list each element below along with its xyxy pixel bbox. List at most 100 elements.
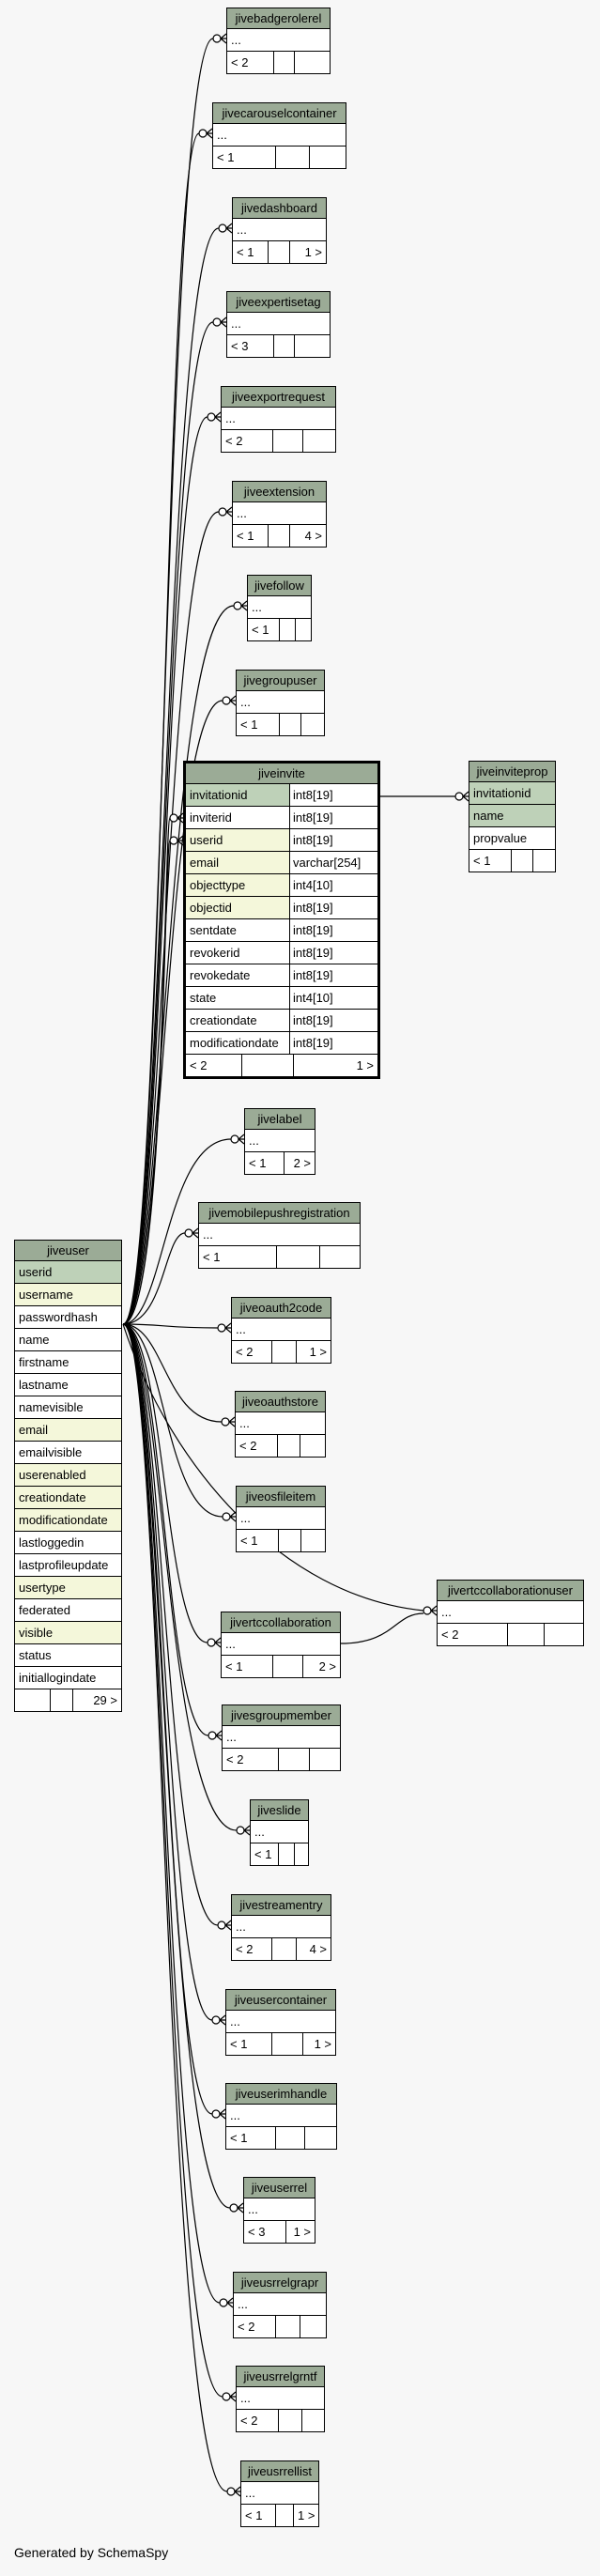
footer-cell: < 3 bbox=[227, 335, 274, 357]
column-row: ... bbox=[222, 408, 335, 430]
table-jivecarouselcontainer[interactable]: jivecarouselcontainer...< 1 bbox=[212, 102, 346, 169]
edge-jiveuser-jiveexpertisetag bbox=[122, 321, 214, 1325]
table-jivertccollaborationuser[interactable]: jivertccollaborationuser...< 2 bbox=[437, 1580, 584, 1646]
edge-jiveuser-jiveuserimhandle bbox=[122, 1323, 213, 2115]
table-jiveslide[interactable]: jiveslide...< 1 bbox=[250, 1799, 309, 1866]
column-type: int4[10] bbox=[289, 874, 377, 896]
table-jiveusrrelgrapr[interactable]: jiveusrrelgrapr...< 2 bbox=[233, 2272, 327, 2338]
table-title: jiveusrrelgrntf bbox=[237, 2367, 324, 2387]
column-type: varchar[254] bbox=[289, 852, 377, 873]
footer-cell bbox=[242, 1055, 294, 1076]
table-title: jiveinviteprop bbox=[469, 762, 555, 782]
edge-jivestreamentry-crowfoot-marker bbox=[224, 1920, 232, 1931]
table-footer: < 2 bbox=[222, 430, 335, 452]
edge-jiveuser-jiveuserrel bbox=[122, 1323, 231, 2209]
table-footer: < 1 bbox=[199, 1246, 360, 1268]
column-name: ... bbox=[231, 316, 241, 331]
footer-cell: < 1 bbox=[248, 619, 280, 640]
footer-cell bbox=[272, 2033, 303, 2055]
column-name: ... bbox=[252, 600, 262, 614]
column-name: initiallogindate bbox=[19, 1671, 97, 1685]
table-footer: < 2 bbox=[227, 52, 330, 73]
footer-cell bbox=[279, 1530, 301, 1551]
edge-jiveslide-optional-marker bbox=[236, 1826, 245, 1835]
column-name: status bbox=[19, 1648, 52, 1662]
column-row: ... bbox=[232, 1916, 331, 1938]
table-jiveosfileitem[interactable]: jiveosfileitem...< 1 bbox=[236, 1486, 326, 1552]
edge-jiveusercontainer-crowfoot-marker bbox=[219, 2014, 226, 2026]
edge-jivedashboard-crowfoot-marker bbox=[225, 223, 233, 234]
footer-cell bbox=[274, 335, 295, 357]
edge-jiveuser-jiveusrrellist bbox=[122, 1323, 228, 2492]
edge-jiveuser-jiveslide bbox=[122, 1323, 238, 1831]
table-jiveuserimhandle[interactable]: jiveuserimhandle...< 1 bbox=[225, 2083, 337, 2150]
table-jivebadgerolerel[interactable]: jivebadgerolerel...< 2 bbox=[226, 8, 331, 74]
column-row: ... bbox=[236, 1412, 325, 1435]
table-jiveexpertisetag[interactable]: jiveexpertisetag... < 3 bbox=[226, 291, 331, 358]
column-name: state bbox=[190, 991, 217, 1005]
table-title: jivesgroupmember bbox=[223, 1705, 340, 1726]
footer-cell bbox=[272, 1938, 297, 1960]
column-name: ... bbox=[248, 2202, 258, 2216]
edge-jiveuser-jivedashboard bbox=[122, 227, 220, 1325]
table-jivemobilepushregistration[interactable]: jivemobilepushregistration...< 1 bbox=[198, 1202, 361, 1269]
column-row: ... bbox=[223, 1726, 340, 1749]
footer-cell bbox=[301, 714, 324, 735]
table-title: jiveslide bbox=[251, 1800, 308, 1821]
edge-jiveuser-jiveusrrelgrapr bbox=[122, 1323, 221, 2304]
footer-cell: < 2 bbox=[223, 1749, 279, 1770]
table-jiveusrrelgrntf[interactable]: jiveusrrelgrntf...< 2 bbox=[236, 2366, 325, 2432]
table-title: jiveusrrellist bbox=[241, 2461, 318, 2482]
footer-cell bbox=[320, 1246, 360, 1268]
table-jivegroupuser[interactable]: jivegroupuser...< 1 bbox=[236, 670, 325, 736]
edge-jiveuser-jiveinvite-1 bbox=[122, 840, 171, 1325]
footer-cell bbox=[279, 1843, 295, 1865]
edge-jiveinvite-1-optional-marker bbox=[169, 836, 178, 845]
edge-jiveexportrequest-optional-marker bbox=[207, 412, 216, 422]
column-row: ... bbox=[234, 2293, 326, 2316]
footer-cell: 1 > bbox=[314, 2037, 331, 2051]
footer-cell: 2 > bbox=[318, 1659, 336, 1674]
edge-jiveslide-crowfoot-marker bbox=[243, 1825, 251, 1836]
edge-jiveoauth2code-optional-marker bbox=[217, 1323, 226, 1333]
column-name: ... bbox=[240, 1511, 251, 1525]
table-title: jiveextension bbox=[233, 482, 326, 502]
table-title: jiveinvite bbox=[186, 764, 377, 784]
column-type: int8[19] bbox=[289, 964, 377, 986]
footer-cell bbox=[300, 1435, 325, 1457]
column-name: creationdate bbox=[19, 1490, 86, 1504]
table-jivefollow[interactable]: jivefollow...< 1 bbox=[247, 575, 312, 641]
table-jiveexportrequest[interactable]: jiveexportrequest...< 2 bbox=[221, 386, 336, 453]
table-jivesgroupmember[interactable]: jivesgroupmember...< 2 bbox=[222, 1704, 341, 1771]
column-row: lastloggedin bbox=[15, 1532, 121, 1554]
edge-jiveosfileitem-optional-marker bbox=[222, 1512, 231, 1521]
column-type: int8[19] bbox=[289, 897, 377, 918]
footer-cell bbox=[269, 525, 290, 547]
table-footer: 29 > bbox=[15, 1689, 121, 1711]
table-title: jiveexpertisetag bbox=[227, 292, 330, 313]
edge-jiveoauthstore-optional-marker bbox=[221, 1417, 230, 1427]
table-title: jiveuserrel bbox=[244, 2178, 315, 2198]
footer-cell: 4 > bbox=[304, 529, 322, 543]
footer-cell: < 2 bbox=[186, 1055, 242, 1076]
table-title: jivegroupuser bbox=[237, 671, 324, 691]
table-jiveoauthstore[interactable]: jiveoauthstore...< 2 bbox=[235, 1391, 326, 1458]
